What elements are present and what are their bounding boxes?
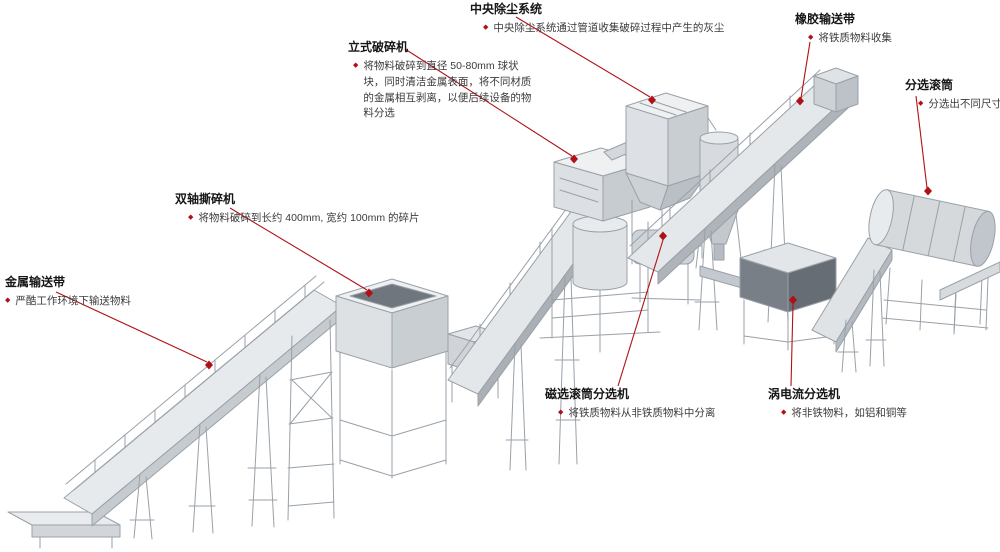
- label-central-dust: 中央除尘系统 ◆ 中央除尘系统通过管道收集破碎过程中产生的灰尘: [470, 2, 724, 37]
- label-central-dust-title: 中央除尘系统: [470, 2, 543, 16]
- machine-sorting-drum: [868, 189, 996, 333]
- leader-double-shaft-shredder: [229, 207, 368, 291]
- label-vertical-crusher-title: 立式破碎机: [348, 40, 409, 54]
- label-eddy-current-separator-desc: ◆ 将非铁物料，如铝和铜等: [781, 406, 907, 422]
- leader-vertical-crusher: [404, 48, 573, 157]
- diamond-bullet-icon: ◆: [5, 297, 11, 304]
- label-magnetic-drum-separator-title: 磁选滚筒分选机: [545, 387, 630, 401]
- diamond-bullet-icon: ◆: [918, 100, 924, 107]
- diamond-bullet-icon: ◆: [483, 24, 489, 31]
- label-double-shaft-shredder-desc: ◆ 将物料破碎到长约 400mm, 宽约 100mm 的碎片: [188, 211, 420, 227]
- leader-sorting-drum: [915, 95, 928, 189]
- label-rubber-conveyor-desc: ◆ 将铁质物料收集: [808, 31, 892, 47]
- diamond-bullet-icon: ◆: [808, 34, 814, 41]
- label-vertical-crusher-desc: ◆ 将物料破碎到直径 50-80mm 球状块，同时清洁金属表面，将不同材质的金属…: [353, 59, 536, 122]
- label-eddy-current-separator: 涡电流分选机 ◆ 将非铁物料，如铝和铜等: [768, 387, 907, 422]
- marker-diamond-eddy-current-icon: [789, 295, 797, 305]
- marker-diamond-central-dust-icon: [648, 95, 656, 105]
- label-rubber-conveyor: 橡胶输送带 ◆ 将铁质物料收集: [795, 12, 892, 47]
- label-metal-conveyor: 金属输送带 ◆ 严酷工作环境下输送物料: [5, 275, 131, 310]
- label-sorting-drum-desc: ◆ 分选出不同尺寸的杂料: [918, 97, 1000, 113]
- machine-metal-conveyor: [7, 275, 343, 549]
- machine-trommel-feed-conveyor: [811, 237, 893, 373]
- marker-diamond-rubber-conveyor-icon: [796, 96, 804, 106]
- diamond-bullet-icon: ◆: [558, 409, 564, 416]
- label-rubber-conveyor-title: 橡胶输送带: [795, 12, 856, 26]
- leader-magnetic-drum: [617, 239, 664, 387]
- diamond-bullet-icon: ◆: [353, 62, 359, 69]
- label-central-dust-desc: ◆ 中央除尘系统通过管道收集破碎过程中产生的灰尘: [483, 21, 724, 37]
- machine-rubber-conveyor: [627, 67, 859, 331]
- label-vertical-crusher: 立式破碎机 ◆ 将物料破碎到直径 50-80mm 球状块，同时清洁金属表面，将不…: [340, 40, 536, 122]
- marker-diamond-shredder-icon: [365, 288, 373, 298]
- label-metal-conveyor-desc: ◆ 严酷工作环境下输送物料: [5, 294, 131, 310]
- leader-metal-conveyor: [55, 291, 208, 363]
- label-magnetic-drum-separator: 磁选滚筒分选机 ◆ 将铁质物料从非铁质物料中分离: [545, 387, 715, 422]
- marker-diamond-magnetic-drum-icon: [659, 231, 667, 241]
- machine-vertical-crusher: [539, 147, 661, 353]
- label-eddy-current-separator-title: 涡电流分选机: [768, 387, 841, 401]
- leader-central-dust: [515, 16, 651, 98]
- diamond-bullet-icon: ◆: [781, 409, 787, 416]
- marker-diamond-sorting-drum-icon: [924, 186, 932, 196]
- marker-diamond-vertical-crusher-icon: [570, 154, 578, 164]
- label-double-shaft-shredder-title: 双轴撕碎机: [175, 192, 236, 206]
- machine-eddy-current-separator: [699, 242, 837, 351]
- leader-eddy-current: [790, 303, 794, 387]
- label-sorting-drum-title: 分选滚筒: [905, 78, 954, 92]
- marker-diamond-metal-conveyor-icon: [205, 360, 213, 370]
- label-magnetic-drum-separator-desc: ◆ 将铁质物料从非铁质物料中分离: [558, 406, 715, 422]
- label-metal-conveyor-title: 金属输送带: [5, 275, 66, 289]
- label-sorting-drum: 分选滚筒 ◆ 分选出不同尺寸的杂料: [905, 78, 1000, 113]
- machine-output-conveyor: [939, 261, 1000, 335]
- label-double-shaft-shredder: 双轴撕碎机 ◆ 将物料破碎到长约 400mm, 宽约 100mm 的碎片: [175, 192, 420, 227]
- diamond-bullet-icon: ◆: [188, 214, 194, 221]
- leader-rubber-conveyor: [800, 41, 811, 99]
